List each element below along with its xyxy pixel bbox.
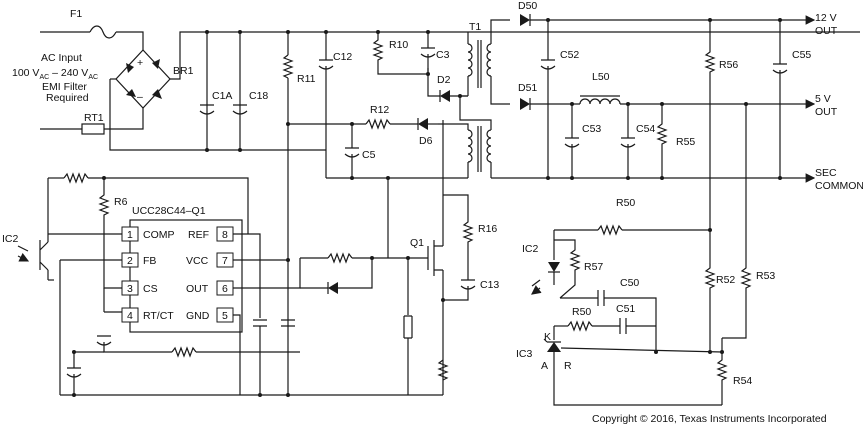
secondary-feedback: R50 IC2 R57 C50 R50 C51 K IC3 A R R54 bbox=[516, 197, 752, 406]
ic3-a-label: A bbox=[541, 360, 548, 372]
d2-label: D2 bbox=[437, 74, 451, 86]
pin-rtct: RT/CT bbox=[143, 310, 174, 322]
c55-label: C55 bbox=[792, 49, 811, 61]
bridge-label: BR1 bbox=[173, 65, 194, 77]
c52-label: C52 bbox=[560, 49, 579, 61]
r11-label: R11 bbox=[297, 73, 316, 85]
transformer-t1: T1 bbox=[438, 19, 510, 195]
controller-ic1: UCC28C44–Q1 1 COMP 2 FB 3 CS 4 RT/CT 8 R… bbox=[121, 205, 301, 397]
r10-label: R10 bbox=[389, 39, 408, 51]
aux-winding: R12 D6 C5 bbox=[286, 104, 468, 258]
thermistor-rt1 bbox=[81, 123, 105, 135]
bulk-caps: C1A C18 bbox=[199, 30, 268, 152]
ic3-label: IC3 bbox=[516, 348, 533, 360]
pin-ref: REF bbox=[188, 229, 209, 241]
r50b-label: R50 bbox=[572, 306, 591, 318]
svg-text:6: 6 bbox=[222, 283, 228, 295]
ac-input-label-3: EMI Filter bbox=[42, 81, 87, 93]
ic2-led-label: IC2 bbox=[522, 243, 539, 255]
r50a-label: R50 bbox=[616, 197, 635, 209]
pin-cs: CS bbox=[143, 283, 158, 295]
ic3-r-label: R bbox=[564, 360, 572, 372]
out-12v-label-1: 12 V bbox=[815, 12, 837, 24]
pin-vcc: VCC bbox=[186, 255, 209, 267]
rt1-label: RT1 bbox=[84, 112, 104, 124]
ic3-k-label: K bbox=[544, 331, 551, 343]
r16-label: R16 bbox=[478, 223, 497, 235]
l50-label: L50 bbox=[592, 71, 610, 83]
r6-label: R6 bbox=[114, 196, 128, 208]
copyright: Copyright © 2016, Texas Instruments Inco… bbox=[592, 413, 827, 425]
r12-label: R12 bbox=[370, 104, 389, 116]
primary-clamp: R11 C12 R10 C3 D2 bbox=[282, 30, 468, 395]
c53-label: C53 bbox=[582, 123, 601, 135]
r54-label: R54 bbox=[733, 375, 752, 387]
svg-text:3: 3 bbox=[127, 283, 133, 295]
gate-drive-q1: Q1 R16 C13 bbox=[300, 194, 499, 395]
pin-out: OUT bbox=[186, 283, 209, 295]
fuse-f1 bbox=[89, 25, 117, 39]
bridge-rectifier-br1: + – BR1 bbox=[109, 31, 860, 151]
bridge-plus: + bbox=[137, 57, 143, 69]
secondary-outputs: D50 12 V OUT D51 L50 5 V OUT C52 C53 C54… bbox=[491, 0, 863, 352]
d51-label: D51 bbox=[518, 82, 537, 94]
svg-text:5: 5 bbox=[222, 310, 228, 322]
out-5v-label-1: 5 V bbox=[815, 93, 831, 105]
pin-gnd: GND bbox=[186, 310, 210, 322]
d50-label: D50 bbox=[518, 0, 537, 12]
pin-comp: COMP bbox=[143, 229, 175, 241]
c3-label: C3 bbox=[436, 49, 450, 61]
bridge-minus: – bbox=[137, 91, 143, 103]
c50-label: C50 bbox=[620, 277, 639, 289]
r53-label: R53 bbox=[756, 270, 775, 282]
d6-label: D6 bbox=[419, 135, 433, 147]
svg-text:8: 8 bbox=[222, 229, 228, 241]
c13-label: C13 bbox=[480, 279, 499, 291]
feedback-left: R6 IC2 bbox=[2, 172, 443, 397]
pin-fb: FB bbox=[143, 255, 156, 267]
ac-input-label-2: 100 VAC – 240 VAC bbox=[12, 67, 98, 81]
ic1-name: UCC28C44–Q1 bbox=[132, 205, 206, 217]
out-12v-label-2: OUT bbox=[815, 25, 838, 37]
r55-label: R55 bbox=[676, 136, 695, 148]
sec-common-label-2: COMMON bbox=[815, 180, 863, 192]
c51-label: C51 bbox=[616, 303, 635, 315]
c12-label: C12 bbox=[333, 51, 352, 63]
ac-input-label-1: AC Input bbox=[41, 52, 82, 64]
svg-text:7: 7 bbox=[222, 255, 228, 267]
c18-label: C18 bbox=[249, 90, 268, 102]
svg-text:1: 1 bbox=[127, 229, 133, 241]
r52-label: R52 bbox=[716, 274, 735, 286]
t1-label: T1 bbox=[469, 21, 481, 33]
fuse-label: F1 bbox=[70, 8, 82, 20]
out-5v-label-2: OUT bbox=[815, 106, 838, 118]
c54-label: C54 bbox=[636, 123, 655, 135]
c1a-label: C1A bbox=[212, 90, 232, 102]
ic2-opto-label: IC2 bbox=[2, 233, 19, 245]
svg-text:4: 4 bbox=[127, 310, 133, 322]
c5-label: C5 bbox=[362, 149, 376, 161]
r56-label: R56 bbox=[719, 59, 738, 71]
svg-text:2: 2 bbox=[127, 255, 133, 267]
sec-common-label-1: SEC bbox=[815, 167, 837, 179]
ac-input-section: F1 AC Input 100 VAC – 240 VAC EMI Filter… bbox=[12, 8, 144, 135]
ac-input-label-4: Required bbox=[46, 92, 89, 104]
q1-label: Q1 bbox=[410, 237, 424, 249]
r57-label: R57 bbox=[584, 261, 603, 273]
